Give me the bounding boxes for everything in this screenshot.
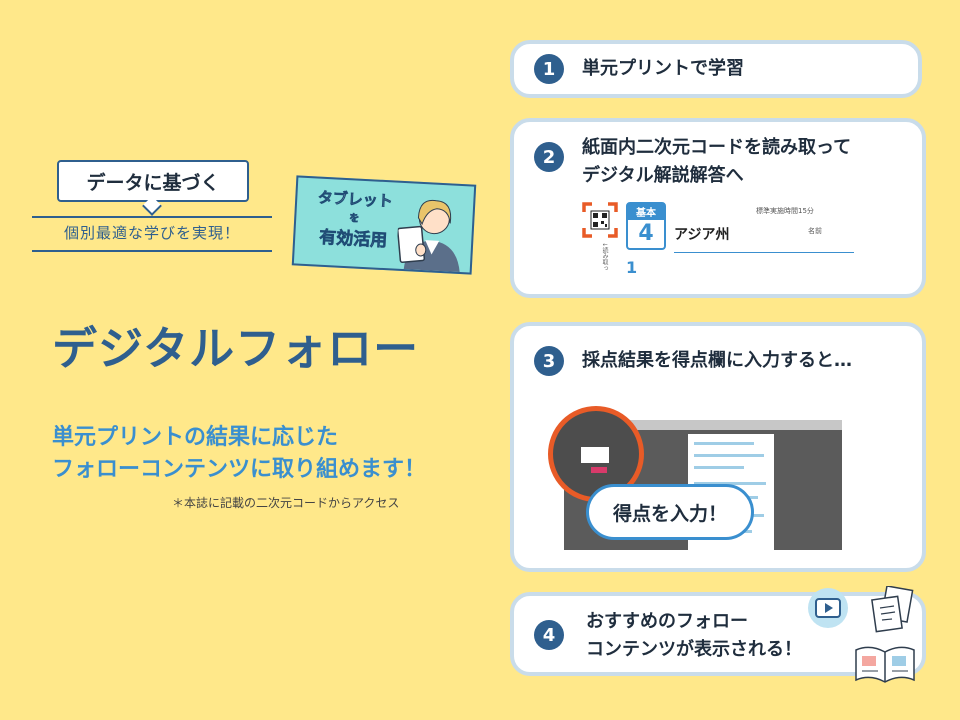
doc-line — [694, 442, 754, 445]
step-number-4: 4 — [534, 620, 564, 650]
description-line2: フォローコンテンツに取り組めます！ — [52, 457, 427, 482]
doc-line — [694, 466, 744, 469]
worksheet-title: アジア州 — [674, 227, 730, 243]
subtitle-top-line — [32, 216, 272, 218]
step-text-3: 採点結果を得点欄に入力すると… — [582, 350, 852, 371]
worksheet-vertical-text: ↓読み取っ — [601, 242, 608, 272]
step-text-4-line1: おすすめのフォロー — [586, 611, 748, 632]
kihon-box: 基本 4 — [626, 202, 666, 250]
description: 単元プリントの結果に応じた フォローコンテンツに取り組めます！ — [52, 422, 426, 486]
kihon-number: 4 — [638, 221, 654, 246]
step-text-2: 紙面内二次元コードを読み取って デジタル解説解答へ — [582, 134, 851, 190]
doc-line — [694, 482, 766, 485]
kihon-label: 基本 — [628, 204, 664, 220]
step-card-2: 2 紙面内二次元コードを読み取って デジタル解説解答へ ↓読み取っ 基本 4 標… — [510, 118, 926, 298]
worksheet-preview: ↓読み取っ 基本 4 標準実施時間15分 名前 アジア州 1 — [582, 202, 862, 280]
step-text-2-line2: デジタル解説解答へ — [582, 165, 744, 186]
video-play-icon — [808, 588, 848, 628]
step-text-2-line1: 紙面内二次元コードを読み取って — [582, 137, 852, 158]
main-title: デジタルフォロー — [52, 322, 420, 375]
enter-score-bubble: 得点を入力！ — [586, 484, 754, 540]
teacher-with-tablet-illustration — [397, 199, 460, 273]
step-text-1: 単元プリントで学習 — [582, 58, 744, 79]
access-note: ＊本誌に記載の二次元コードからアクセス — [172, 496, 400, 510]
step-number-1: 1 — [534, 54, 564, 84]
step-number-2: 2 — [534, 142, 564, 172]
step-text-4: おすすめのフォロー コンテンツが表示される！ — [586, 608, 802, 664]
worksheet-name-label: 名前 — [808, 227, 822, 235]
doc-line — [694, 454, 764, 457]
worksheet-title-line — [674, 252, 854, 253]
score-input-box — [581, 447, 609, 463]
subtitle: 個別最適な学びを実現！ — [63, 224, 240, 242]
score-submit-button — [591, 467, 607, 473]
step-number-3: 3 — [534, 346, 564, 376]
worksheet-section-number: 1 — [626, 258, 638, 277]
tablet-card-text: タブレット を 有効活用 — [303, 186, 406, 252]
open-book-icon — [855, 646, 915, 683]
step-card-1: 1 単元プリントで学習 — [510, 40, 922, 98]
qr-code-frame — [582, 202, 618, 238]
documents-icon — [871, 586, 914, 633]
tablet-card-line3: 有効活用 — [318, 227, 388, 252]
worksheet-time-label: 標準実施時間15分 — [756, 207, 814, 215]
subtitle-bottom-line — [32, 250, 272, 252]
step-text-4-line2: コンテンツが表示される！ — [586, 639, 802, 660]
app-toolbar — [564, 420, 842, 430]
tablet-card: タブレット を 有効活用 — [291, 175, 477, 275]
description-line1: 単元プリントの結果に応じた — [52, 425, 339, 450]
step-card-3: 3 採点結果を得点欄に入力すると… 得点を入力！ — [510, 322, 926, 572]
data-based-badge: データに基づく — [57, 160, 249, 202]
